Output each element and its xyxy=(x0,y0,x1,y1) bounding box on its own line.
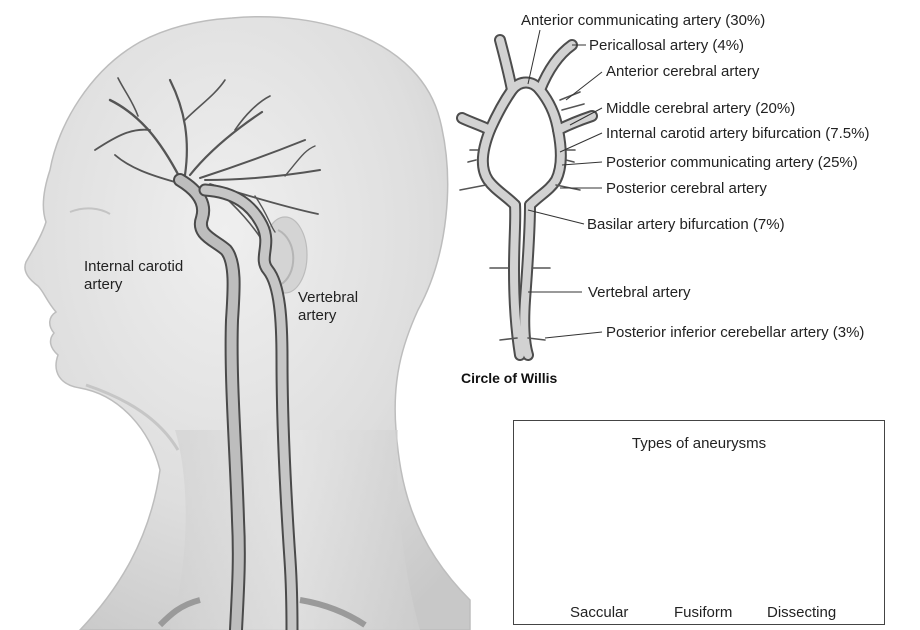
vertebral-artery-label: Vertebral artery xyxy=(298,289,358,325)
internal-carotid-label: Internal carotid artery xyxy=(84,258,183,294)
label-posterior-cerebral: Posterior cerebral artery xyxy=(606,180,767,198)
label-middle-cerebral: Middle cerebral artery (20%) xyxy=(606,100,795,118)
circle-of-willis-title: Circle of Willis xyxy=(461,370,557,386)
circle-of-willis-diagram xyxy=(460,40,592,355)
saccular-label: Saccular xyxy=(570,604,628,621)
label-internal-carotid-bifurcation: Internal carotid artery bifurcation (7.5… xyxy=(606,125,869,143)
label-posterior-inferior-cerebellar: Posterior inferior cerebellar artery (3%… xyxy=(606,324,864,342)
aneurysm-types-title: Types of aneurysms xyxy=(514,435,884,452)
label-posterior-communicating: Posterior communicating artery (25%) xyxy=(606,154,858,172)
label-anterior-cerebral: Anterior cerebral artery xyxy=(606,63,759,81)
label-vertebral-artery: Vertebral artery xyxy=(588,284,691,302)
dissecting-label: Dissecting xyxy=(767,604,836,621)
aneurysm-types-box: Types of aneurysms Saccular Fusiform Dis… xyxy=(513,420,885,625)
fusiform-label: Fusiform xyxy=(674,604,732,621)
label-anterior-communicating: Anterior communicating artery (30%) xyxy=(521,12,765,30)
label-basilar-bifurcation: Basilar artery bifurcation (7%) xyxy=(587,216,785,234)
label-pericallosal: Pericallosal artery (4%) xyxy=(589,37,744,55)
